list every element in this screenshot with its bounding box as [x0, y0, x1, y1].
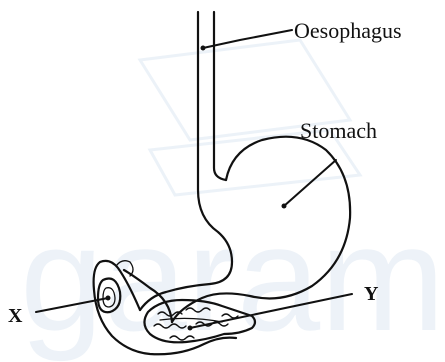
x-leader-dot — [106, 296, 111, 301]
y-leader-dot — [188, 326, 193, 331]
stomach-label: Stomach — [300, 118, 377, 143]
oesophagus-leader-dot — [201, 46, 206, 51]
y-label: Y — [364, 283, 379, 305]
watermark: garam.i — [20, 40, 445, 362]
x-label: X — [8, 305, 23, 327]
oesophagus-label: Oesophagus — [294, 18, 402, 43]
oesophagus-right-wall — [214, 12, 226, 180]
stomach-leader-dot — [282, 204, 287, 209]
